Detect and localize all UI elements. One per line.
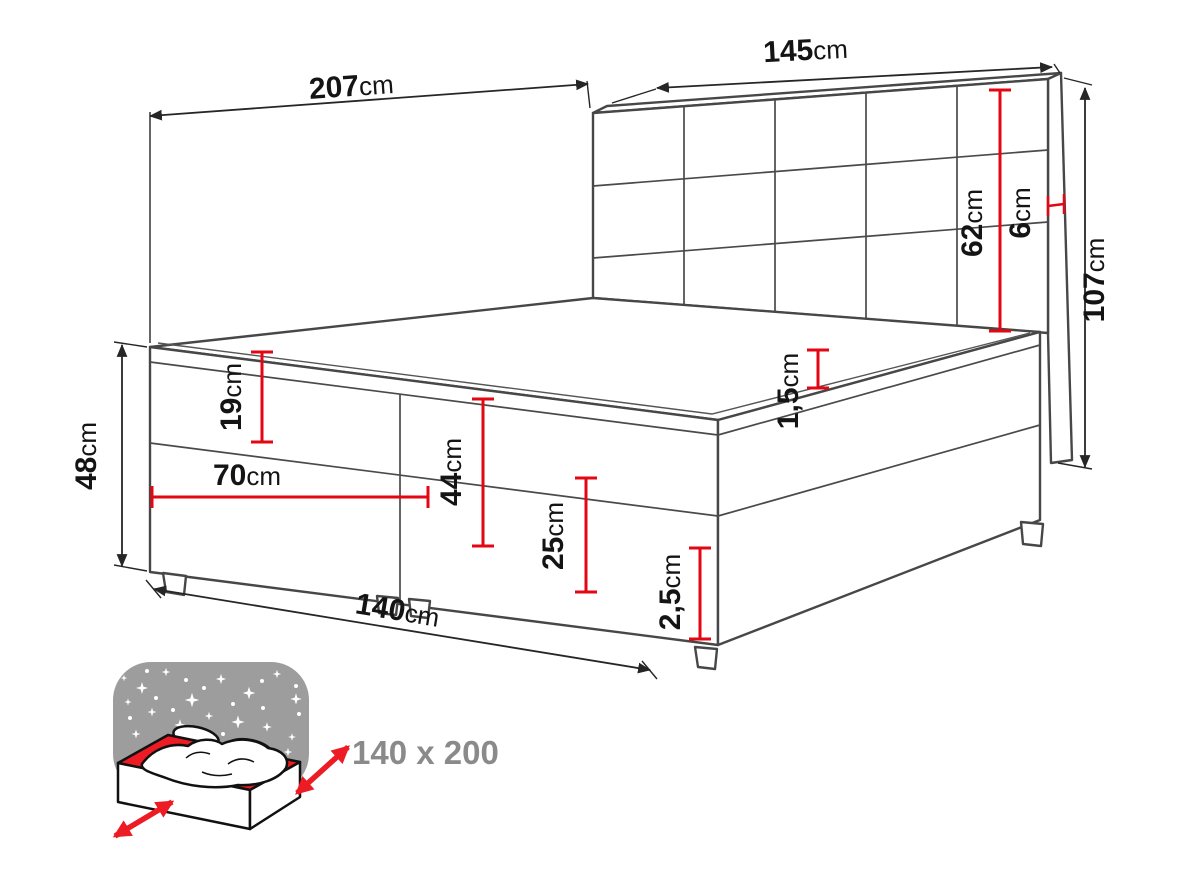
- dimension-19-label: 19cm: [215, 363, 248, 431]
- dimension-48: [113, 341, 148, 572]
- size-icon: 140 x 200: [112, 662, 499, 839]
- dimension-6: [1046, 194, 1066, 216]
- dimension-6-label: 6cm: [1004, 187, 1037, 238]
- dimension-44: [472, 397, 494, 548]
- dimension-labels: 207cm 145cm 107cm 62cm 6cm 19cm 1,5cm 48…: [70, 32, 1111, 633]
- side-face: [716, 330, 1042, 647]
- leg-back-right: [1019, 520, 1045, 548]
- duvet-fold-3: [201, 771, 233, 777]
- mattress-base-seam: [149, 424, 1041, 517]
- stars-decoration: [120, 667, 302, 757]
- duvet: [140, 738, 289, 789]
- width-arrow-icon: [112, 799, 175, 839]
- dimension-1-5: [807, 348, 829, 390]
- dimension-lines: [113, 62, 1093, 680]
- dimension-62: [989, 88, 1011, 333]
- dimension-207-label: 207cm: [308, 67, 395, 106]
- headboard-side-face: [1046, 71, 1074, 465]
- dimension-70: [150, 486, 430, 508]
- dimension-107: [1057, 77, 1093, 470]
- dimension-25-label: 25cm: [537, 502, 570, 570]
- size-label: 140 x 200: [352, 734, 499, 771]
- dimension-140-label: 140cm: [353, 587, 442, 633]
- dimension-25: [575, 476, 597, 594]
- bed-drawing: [148, 71, 1074, 671]
- headboard-tufting: [592, 86, 1049, 326]
- bed-pictogram: [116, 724, 302, 831]
- dimension-207: [148, 79, 591, 343]
- bed-base: [148, 296, 1042, 647]
- dimension-48-label: 48cm: [70, 422, 103, 490]
- mattress-top-seam: [157, 332, 1031, 415]
- dimension-44-label: 44cm: [435, 438, 468, 506]
- duvet-fold-2: [227, 758, 255, 765]
- duvet-fold-1: [185, 751, 211, 759]
- dimension-62-label: 62cm: [956, 189, 989, 257]
- mattress-piping-line: [149, 344, 1041, 436]
- dimension-2-5: [689, 546, 711, 641]
- dimension-107-label: 107cm: [1078, 238, 1111, 323]
- leg-front-right: [693, 645, 719, 671]
- dimension-19: [251, 350, 273, 444]
- dimension-145: [611, 62, 1061, 104]
- dimension-1-5-label: 1,5cm: [772, 353, 805, 429]
- dimension-140: [145, 579, 658, 680]
- headboard: [591, 71, 1074, 465]
- length-arrow-icon: [295, 744, 350, 796]
- dimension-2-5-label: 2,5cm: [654, 554, 687, 630]
- dimension-145-label: 145cm: [762, 32, 848, 69]
- dimension-70-label: 70cm: [213, 459, 281, 492]
